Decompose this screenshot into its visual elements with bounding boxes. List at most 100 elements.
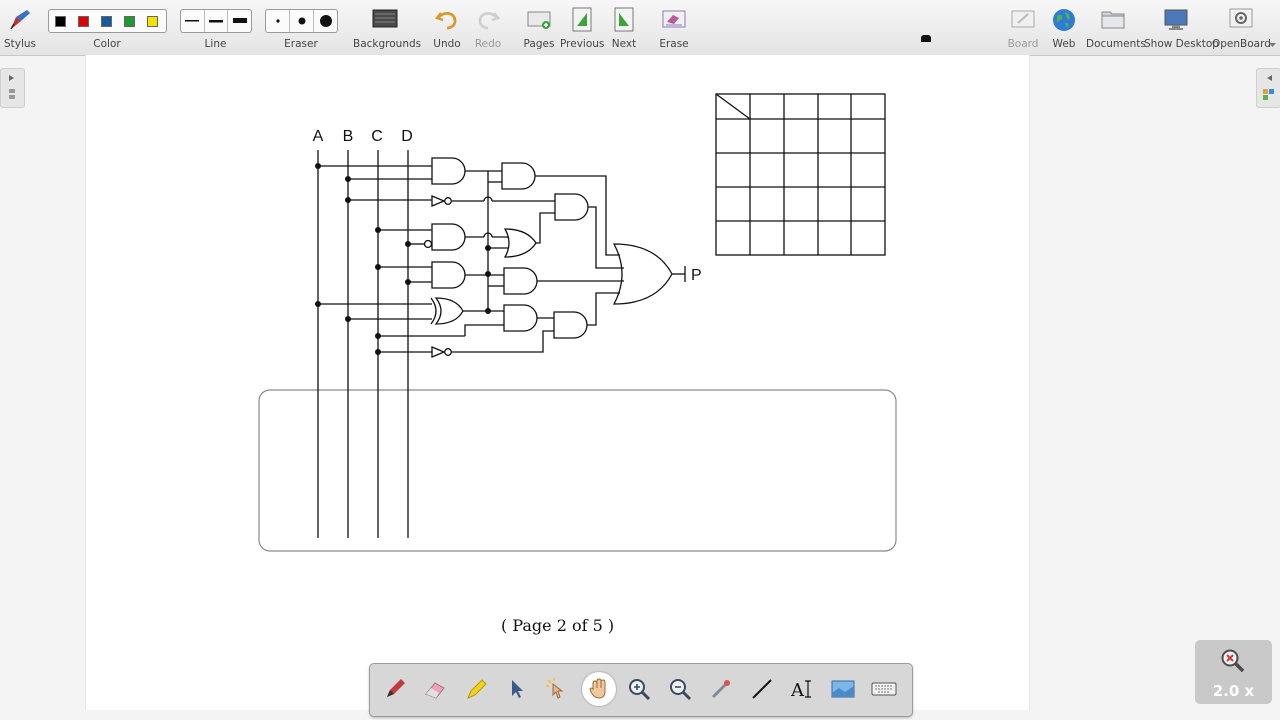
zoom-level: 2.0 x xyxy=(1212,682,1255,700)
eraser-tool[interactable] xyxy=(418,672,452,706)
undo-button[interactable]: Undo xyxy=(430,3,464,53)
and-gate-7 xyxy=(503,304,538,332)
stylus-button[interactable]: Stylus xyxy=(2,3,38,53)
answer-box xyxy=(258,389,897,552)
line-medium[interactable] xyxy=(205,10,229,32)
circuit-wires xyxy=(430,170,686,353)
laser-pointer-tool[interactable] xyxy=(704,672,738,706)
show-desktop-label: Show Desktop xyxy=(1144,38,1219,50)
board-label: Board xyxy=(1007,38,1039,50)
board-icon xyxy=(1011,10,1035,28)
capture-tool[interactable] xyxy=(826,672,860,706)
backgrounds-label: Backgrounds xyxy=(353,38,422,50)
previous-button[interactable]: Previous xyxy=(560,3,604,53)
redo-label: Redo xyxy=(474,38,502,50)
line-tool[interactable] xyxy=(745,672,779,706)
web-button[interactable]: Web xyxy=(1047,3,1081,53)
color-blue[interactable] xyxy=(101,15,112,27)
openboard-icon xyxy=(1229,8,1253,28)
keyboard-icon xyxy=(871,682,897,696)
and-gate-3 xyxy=(431,261,466,289)
highlighter-tool[interactable] xyxy=(459,672,493,706)
and-gate-4 xyxy=(501,162,536,190)
eraser-group: Eraser xyxy=(264,3,338,53)
redo-icon xyxy=(478,12,500,30)
whiteboard-page[interactable] xyxy=(85,55,1030,710)
show-desktop-icon xyxy=(1164,9,1188,30)
zoom-in-tool[interactable] xyxy=(622,672,656,706)
virtual-keyboard-tool[interactable] xyxy=(867,672,901,706)
redo-button[interactable]: Redo xyxy=(471,3,505,53)
color-swatches xyxy=(48,9,167,33)
chevron-down-icon xyxy=(1269,43,1276,47)
board-button[interactable]: Board xyxy=(1004,3,1042,53)
previous-label: Previous xyxy=(560,38,605,50)
input-label-d: D xyxy=(401,128,413,145)
left-panel-toggle[interactable] xyxy=(0,68,25,108)
stylus-icon xyxy=(10,10,30,30)
logic-circuit xyxy=(317,150,465,538)
show-desktop-button[interactable]: Show Desktop xyxy=(1144,3,1219,53)
svg-text:A: A xyxy=(790,680,805,701)
line-icon xyxy=(752,679,772,699)
highlighter-icon xyxy=(467,679,487,699)
erase-button[interactable]: Erase xyxy=(656,3,692,53)
or-gate-1 xyxy=(503,228,537,258)
xor-gate-1 xyxy=(434,297,464,325)
and-gate-8 xyxy=(553,311,588,339)
hand-tool[interactable] xyxy=(582,672,616,706)
stylus-palette: A xyxy=(369,663,913,717)
input-label-b: B xyxy=(343,128,354,145)
zoom-indicator[interactable]: 2.0 x xyxy=(1195,640,1272,704)
line-thick[interactable] xyxy=(228,10,251,32)
next-button[interactable]: Next xyxy=(607,3,641,53)
and-gate-1 xyxy=(431,157,466,185)
zoom-out-icon xyxy=(670,679,692,701)
documents-icon xyxy=(1101,11,1125,29)
line-thin[interactable] xyxy=(181,10,205,32)
and-gate-2 xyxy=(431,223,466,251)
right-panel-toggle[interactable] xyxy=(1256,68,1280,108)
openboard-menu-button[interactable]: OpenBoard xyxy=(1212,3,1271,53)
laser-pointer-icon xyxy=(546,678,564,699)
library-panel-icon xyxy=(1263,75,1274,100)
backgrounds-button[interactable]: Backgrounds xyxy=(353,3,422,53)
input-label-c: C xyxy=(371,128,383,145)
eraser-small[interactable] xyxy=(266,10,290,32)
color-red[interactable] xyxy=(78,15,89,27)
color-green[interactable] xyxy=(124,15,135,27)
zoom-out-tool[interactable] xyxy=(663,672,697,706)
previous-icon xyxy=(572,7,592,32)
text-icon: A xyxy=(790,680,811,701)
line-label: Line xyxy=(204,38,227,50)
documents-button[interactable]: Documents xyxy=(1086,3,1146,53)
or-gate-output xyxy=(612,243,673,305)
interact-tool[interactable] xyxy=(540,672,574,706)
not-gate-2 xyxy=(431,346,446,358)
web-icon xyxy=(1053,9,1075,31)
erase-icon xyxy=(662,10,686,28)
and-gate-6 xyxy=(503,267,538,295)
pointer-icon xyxy=(711,680,730,699)
undo-label: Undo xyxy=(433,38,461,50)
karnaugh-map-grid xyxy=(715,93,886,256)
web-label: Web xyxy=(1052,38,1076,50)
color-black[interactable] xyxy=(55,15,66,27)
backgrounds-icon xyxy=(372,9,398,28)
openboard-label: OpenBoard xyxy=(1212,38,1271,50)
color-yellow[interactable] xyxy=(147,15,158,27)
pen-tool[interactable] xyxy=(378,672,412,706)
selector-tool[interactable] xyxy=(500,672,534,706)
eraser-medium[interactable] xyxy=(290,10,314,32)
eraser-large[interactable] xyxy=(314,10,337,32)
text-tool[interactable]: A xyxy=(786,672,820,706)
eraser-label: Eraser xyxy=(284,38,318,50)
line-width-options xyxy=(180,9,252,33)
line-group: Line xyxy=(179,3,252,53)
zoom-in-icon xyxy=(629,679,651,701)
erase-label: Erase xyxy=(659,38,689,50)
pages-button[interactable]: Pages xyxy=(521,3,557,53)
capture-icon xyxy=(831,680,855,698)
color-label: Color xyxy=(93,38,121,50)
